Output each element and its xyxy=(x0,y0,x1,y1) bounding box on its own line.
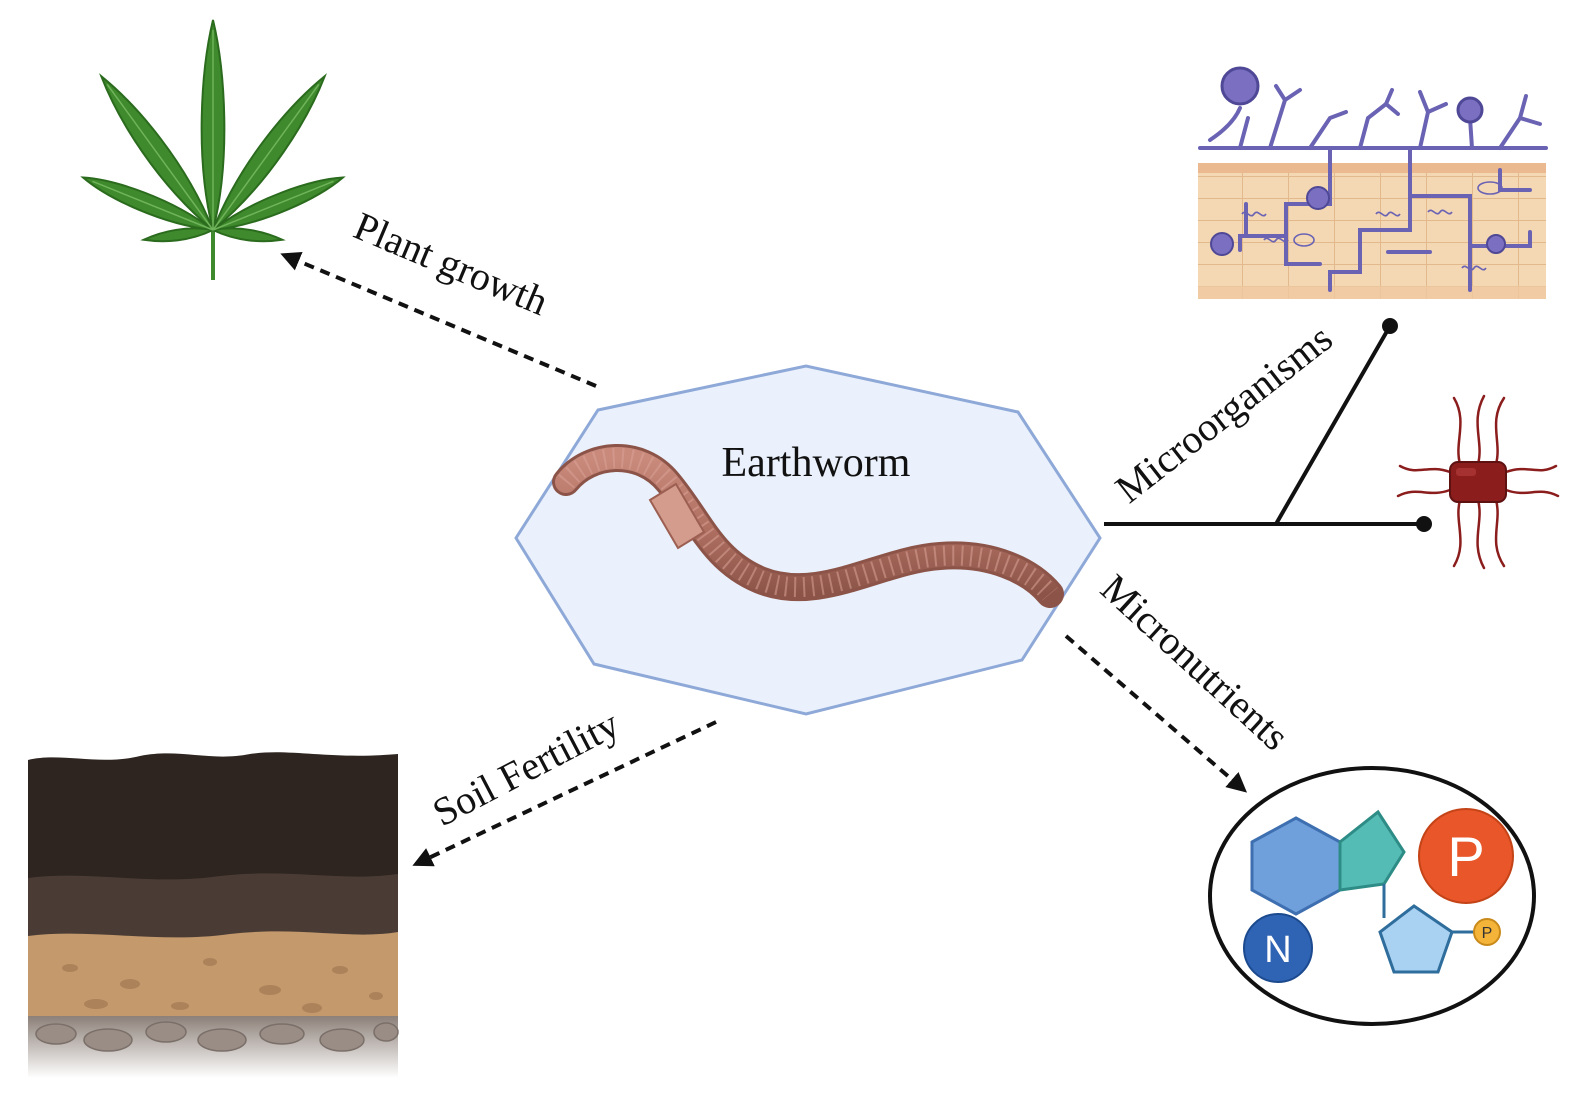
earthworm-label: Earthworm xyxy=(722,440,911,486)
earthworm-node: Earthworm xyxy=(514,364,1102,716)
micronutrients-label: Micronutrients xyxy=(1092,565,1298,759)
nitrogen-icon: N xyxy=(1243,913,1313,983)
micronutrients-edge: Micronutrients xyxy=(1064,565,1298,793)
microorganisms-edge: Microorganisms xyxy=(1104,315,1432,532)
nutrient-molecules-icon: P P N xyxy=(1208,766,1536,1026)
small-phosphate-label: P xyxy=(1482,925,1493,942)
phosphate-icon: P xyxy=(1418,808,1514,904)
microorganisms-label: Microorganisms xyxy=(1107,315,1341,511)
soil-fertility-label: Soil Fertility xyxy=(425,701,626,835)
fungal-hyphae-icon xyxy=(1198,66,1548,299)
nitrogen-label: N xyxy=(1264,929,1291,971)
phosphate-label: P xyxy=(1447,825,1484,888)
plant-growth-edge: Plant growth xyxy=(280,203,597,388)
cannabis-leaf-icon xyxy=(80,19,346,280)
bacterium-icon xyxy=(1396,394,1560,570)
earthworm-icon xyxy=(552,444,1064,608)
earthworm-octagon xyxy=(514,364,1102,716)
plant-growth-label: Plant growth xyxy=(348,203,555,324)
small-phosphate-icon: P xyxy=(1473,918,1501,946)
soil-fertility-edge: Soil Fertility xyxy=(412,701,717,867)
soil-layers-icon xyxy=(28,752,399,1078)
